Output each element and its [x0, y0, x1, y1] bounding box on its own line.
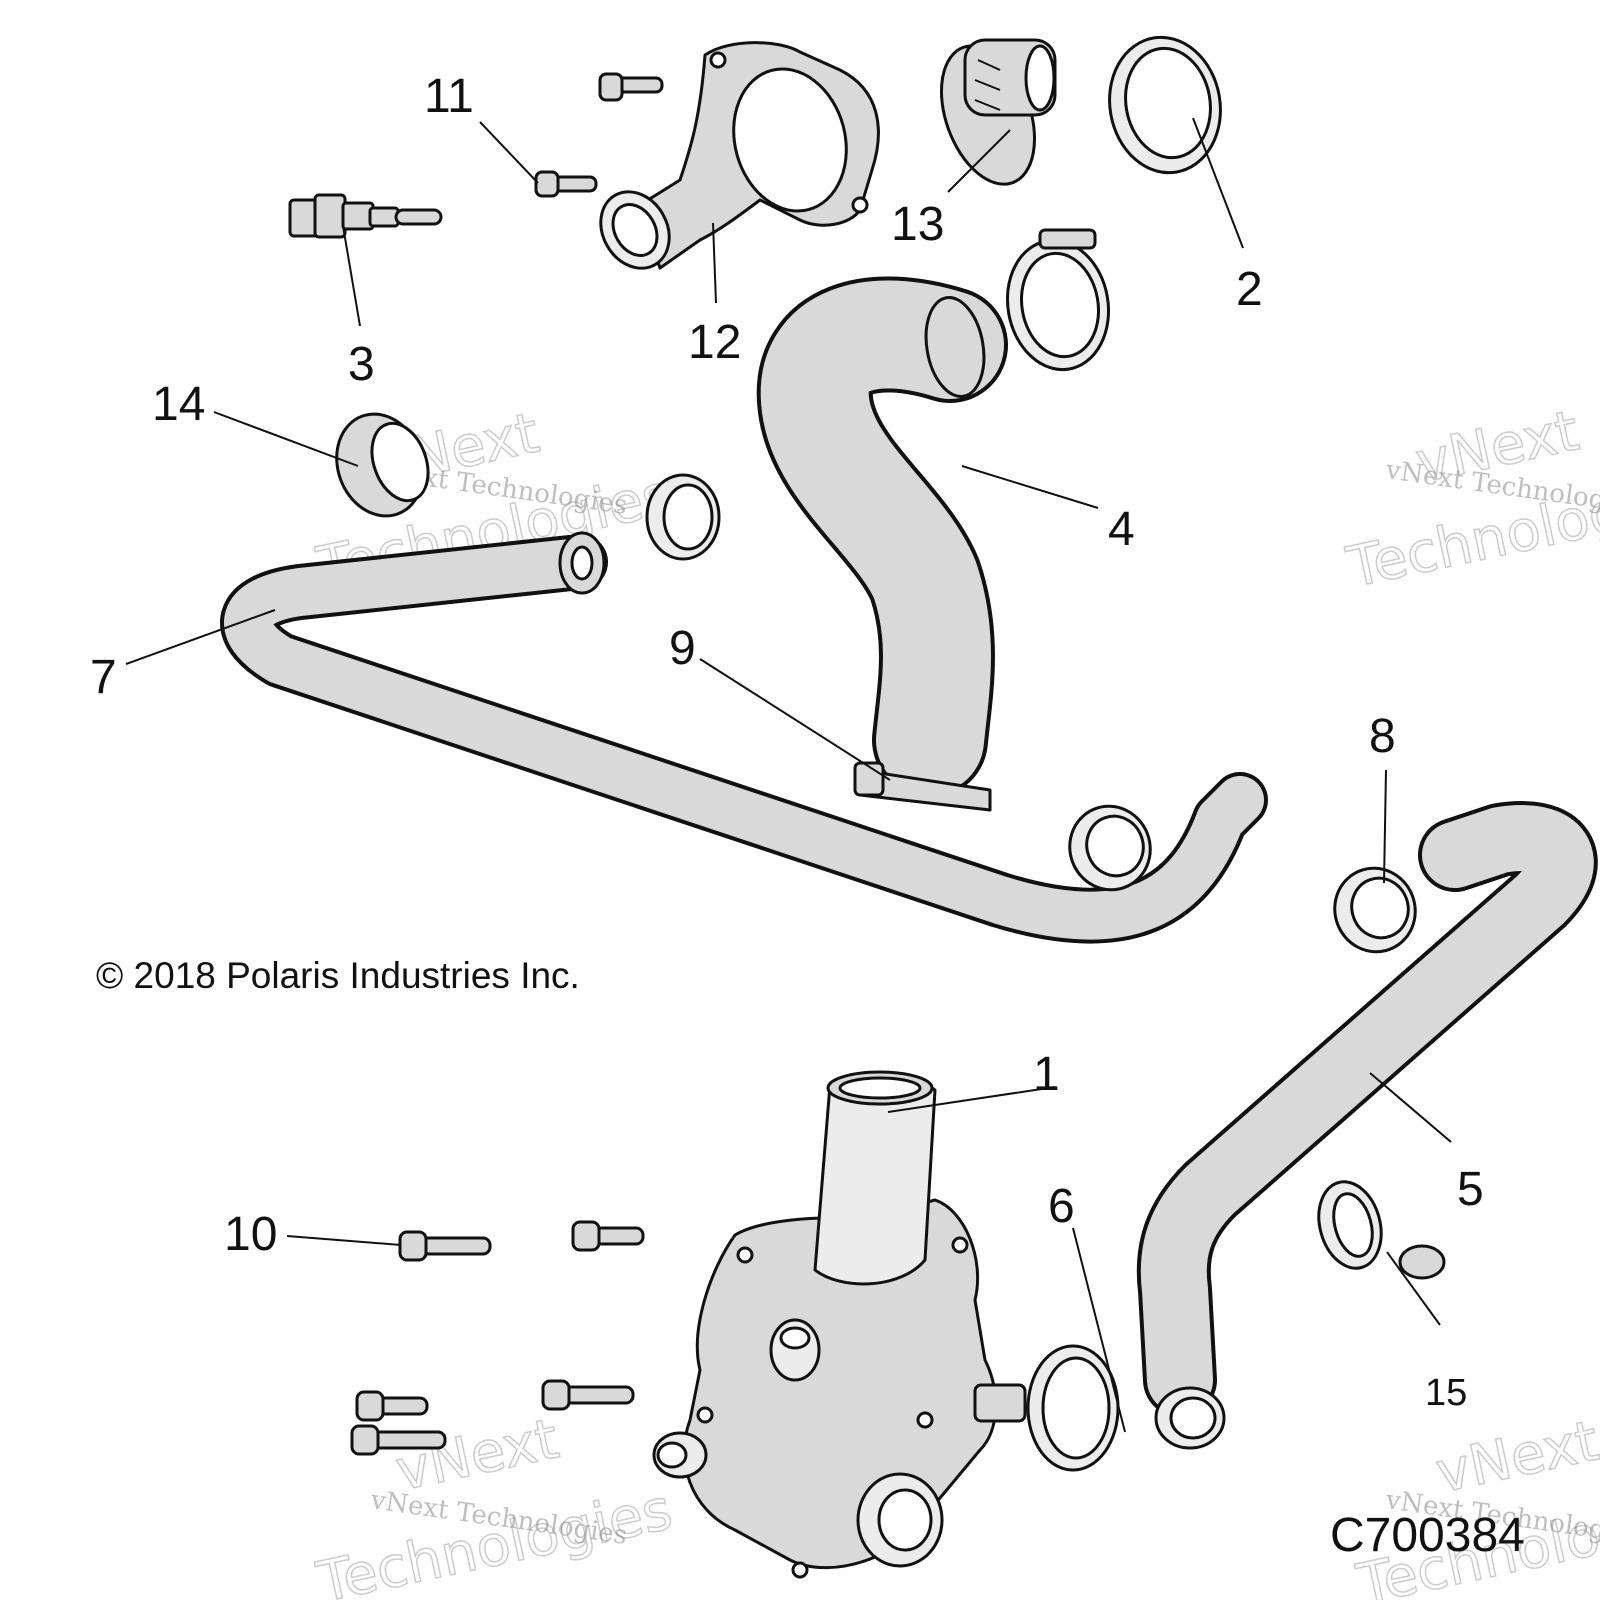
hose-clamp-small: [645, 473, 721, 561]
leader-10: [286, 1235, 402, 1246]
callout-11: 11: [424, 70, 474, 123]
temperature-sensor-part-3: [288, 193, 443, 239]
leader-7: [125, 609, 276, 665]
callout-10: 10: [224, 1208, 277, 1261]
hose-clamp-part-15: [1317, 1180, 1446, 1280]
upper-hose-part-4: [756, 276, 1008, 798]
callout-4: 4: [1108, 503, 1135, 556]
leader-lines: [125, 117, 1452, 1433]
copyright-notice: © 2018 Polaris Industries Inc.: [96, 955, 580, 996]
callout-2: 2: [1236, 263, 1263, 316]
o-ring-part-6: [1026, 1344, 1120, 1472]
figure-code: C700384: [1330, 1509, 1525, 1562]
thermostat-housing-part-12: [599, 41, 880, 270]
hose-clamp-part-8: [1333, 866, 1417, 954]
callout-8: 8: [1369, 710, 1396, 763]
callout-13: 13: [891, 198, 944, 251]
leader-1: [887, 1086, 1056, 1113]
bolt-pump-lower-left: [350, 1424, 447, 1456]
bolt-pump-mid: [541, 1379, 635, 1411]
hose-clamp-part-9: [853, 761, 992, 812]
hose-clamp-pipe-end: [1068, 804, 1152, 892]
callout-1: 1: [1033, 1048, 1060, 1101]
bolt-pump-upper: [571, 1220, 645, 1252]
callout-9: 9: [669, 622, 696, 675]
leader-14: [213, 411, 359, 467]
callout-14: 14: [152, 378, 205, 431]
water-pump-part-1: [652, 1070, 1027, 1579]
watermark-bottom-right: vNext Technologies vNext Technologies: [1351, 1408, 1600, 1600]
watermark-big-line1: vNext: [390, 1406, 564, 1504]
callout-15: 15: [1425, 1372, 1467, 1414]
leader-9: [699, 658, 891, 781]
seal-ring-part-2: [1108, 35, 1222, 175]
leader-8: [1383, 769, 1387, 884]
coupler-part-14: [335, 412, 430, 518]
leader-15: [1386, 1251, 1441, 1326]
bolt-part-10: [398, 1230, 492, 1262]
bolt-part-11: [534, 170, 598, 198]
hose-clamp-upper: [1005, 228, 1111, 372]
hose-clamp-lower: [1154, 1386, 1226, 1450]
thermostat-part-13: [939, 38, 1057, 186]
leader-2: [1192, 117, 1244, 249]
leader-5: [1369, 1072, 1452, 1143]
callout-5: 5: [1457, 1163, 1484, 1216]
leader-4: [961, 465, 1099, 509]
leader-11: [479, 121, 539, 184]
leader-6: [1072, 1227, 1126, 1433]
callout-12: 12: [688, 316, 741, 369]
callout-numbers: 1 2 3 4 5 6 7 8 9 10 11 12 13 14 15: [90, 70, 1484, 1414]
watermark-top-right: vNext Technologies vNext Technologies: [1341, 398, 1600, 602]
bolt-pump-mid-left: [355, 1390, 429, 1422]
leader-3: [342, 225, 361, 327]
callout-7: 7: [90, 651, 117, 704]
lower-pipe-part-5: [1136, 801, 1598, 1417]
coolant-pipe-part-7: [220, 531, 1268, 944]
bolt-upper-housing: [598, 72, 664, 102]
callout-3: 3: [348, 338, 375, 391]
leader-12: [712, 222, 717, 304]
callout-6: 6: [1048, 1180, 1075, 1233]
watermark-big-line1: vNext: [1431, 1409, 1600, 1507]
leader-13: [947, 129, 1011, 193]
